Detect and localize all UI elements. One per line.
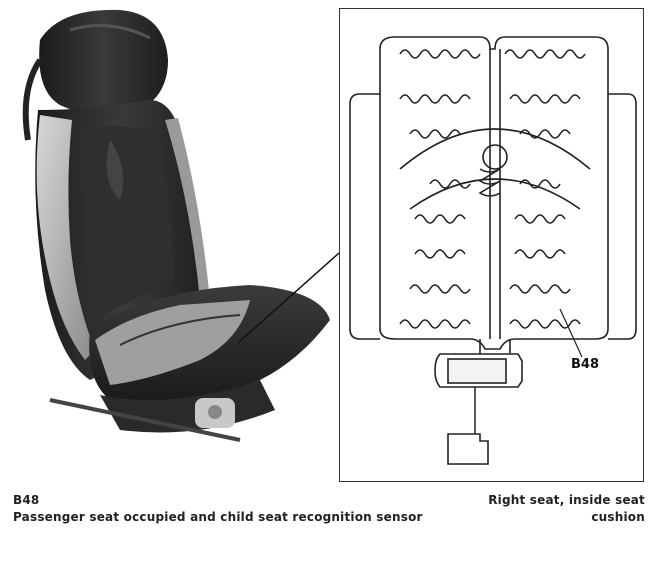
caption-location: Right seat, inside seat cushion [488,493,645,524]
mat-center-ring [482,144,508,170]
connector-plug [447,433,489,465]
sensor-module [434,353,523,388]
sensor-detail-panel [339,8,644,482]
mat-left-wing [349,93,380,340]
mat-right-wing [608,93,637,340]
caption-component-description: Passenger seat occupied and child seat r… [13,510,423,524]
callout-label-b48: B48 [571,357,599,372]
caption-left: B48 Passenger seat occupied and child se… [13,492,433,526]
sensor-mat-diagram [349,36,637,465]
caption-component-code: B48 [13,493,40,507]
seat-illustration [22,9,330,442]
mat-outline [379,36,609,350]
